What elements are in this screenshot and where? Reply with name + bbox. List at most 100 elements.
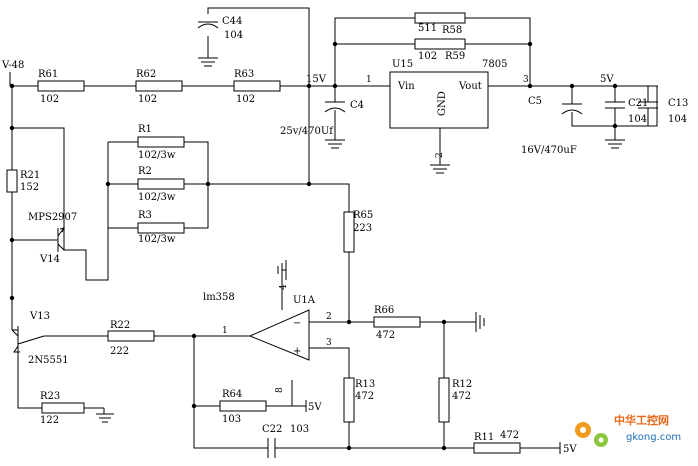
5v-terminal (292, 400, 307, 412)
r59-value: 102 (418, 51, 437, 62)
u1a-pin-out: 1 (222, 326, 228, 336)
r3-ref: R3 (138, 210, 152, 221)
r3-value: 102/3w (138, 234, 176, 245)
v13-ref: V13 (29, 311, 50, 322)
gkong-watermark: 中华工控网 gkong.com (575, 413, 681, 447)
u15-pin1: 1 (366, 75, 372, 85)
resistor-r65: R65 223 (343, 210, 373, 253)
resistor-r22: R22 222 (107, 320, 155, 357)
u15-pin3: 3 (523, 75, 529, 85)
u1a-pin-noninv: 3 (326, 338, 332, 348)
r64-ref: R64 (222, 389, 242, 400)
capacitor-c5: C5 16V/470uF (521, 96, 583, 156)
r61-ref: R61 (38, 69, 58, 80)
resistor-r13: R13 472 (343, 377, 375, 423)
r64-value: 103 (222, 414, 241, 425)
c13-value: 104 (668, 114, 687, 125)
r1-value: 102/3w (138, 150, 176, 161)
r22-value: 222 (110, 346, 129, 357)
resistor-r23: R23 122 (40, 391, 85, 426)
net-label-5v-c: 5V (563, 444, 577, 455)
opamp-u1a: U1A lm358 − + 1 2 3 8 4 (203, 284, 332, 393)
c22-value: 103 (290, 424, 309, 435)
v14-ref: V14 (39, 254, 60, 265)
u1a-part: lm358 (203, 292, 235, 303)
r13-ref: R13 (355, 379, 375, 390)
net-label-v48: V-48 (1, 60, 24, 71)
net-label-5v-b: 5V (308, 402, 322, 413)
u1a-sign-inv: − (293, 318, 301, 329)
r2-ref: R2 (138, 166, 152, 177)
regulator-u15: U15 7805 Vin Vout GND 1 3 2 (366, 59, 529, 158)
u1a-sign-noninv: + (293, 346, 301, 357)
gear-logo-icon (575, 422, 608, 447)
net-label-15v: 15V (306, 74, 327, 85)
u1a-pin-inv: 2 (326, 312, 332, 322)
r65-ref: R65 (353, 210, 373, 221)
r61-value: 102 (40, 94, 59, 105)
r13-value: 472 (355, 391, 374, 402)
resistor-r59: 102 R59 (414, 38, 466, 62)
ground-icon (325, 139, 345, 149)
ground-icon (277, 260, 287, 280)
r58-value: 511 (418, 23, 437, 34)
capacitor-c22: C22 103 (262, 424, 309, 458)
r59-ref: R59 (445, 51, 465, 62)
r62-ref: R62 (136, 69, 156, 80)
v13-part: 2N5551 (28, 355, 69, 366)
r11-ref: R11 (474, 432, 494, 443)
u15-pin2: 2 (435, 152, 445, 158)
ground-icon (198, 57, 218, 67)
r62-value: 102 (138, 94, 157, 105)
r63-value: 102 (236, 94, 255, 105)
u15-vout: Vout (458, 81, 482, 92)
r1-ref: R1 (138, 124, 152, 135)
r11-value: 472 (500, 430, 519, 441)
junctions (9, 41, 618, 451)
net-label-5v: 5V (600, 74, 614, 85)
ground-icon (430, 164, 450, 174)
u1a-pin-vcc: 8 (275, 387, 285, 393)
r21-ref: R21 (20, 170, 40, 181)
c21-value: 104 (628, 114, 647, 125)
c21-ref: C21 (628, 98, 648, 109)
capacitor-c21: C21 104 (605, 98, 648, 125)
ground-icon (96, 408, 114, 423)
c4-ref: C4 (350, 100, 364, 111)
r65-value: 223 (353, 223, 372, 234)
r2-value: 102/3w (138, 192, 176, 203)
u15-ref: U15 (392, 59, 413, 70)
c5-ref: C5 (528, 96, 542, 107)
r22-ref: R22 (110, 320, 130, 331)
r12-value: 472 (452, 391, 471, 402)
c22-ref: C22 (262, 424, 282, 435)
c4-value: 25v/470Uf (280, 126, 334, 137)
resistor-r2: R2 102/3w (137, 166, 185, 203)
u1a-ref: U1A (293, 295, 316, 306)
watermark-url: gkong.com (626, 432, 681, 443)
resistor-r63: R63 102 (233, 69, 281, 105)
r23-ref: R23 (40, 391, 60, 402)
r63-ref: R63 (234, 69, 254, 80)
u15-gnd: GND (437, 91, 448, 116)
u15-vin: Vin (397, 81, 415, 92)
resistor-r1: R1 102/3w (137, 124, 185, 161)
transistor-v14: MPS2907 V14 (28, 212, 77, 265)
r21-value: 152 (20, 182, 39, 193)
capacitor-c44: C44 104 (197, 16, 243, 41)
transistor-v13: V13 2N5551 (11, 311, 69, 366)
resistor-r11: R11 472 (473, 430, 521, 454)
resistor-r12: R12 472 (438, 377, 472, 423)
c13-ref: C13 (668, 98, 688, 109)
resistor-r61: R61 102 (37, 69, 85, 105)
u1a-pin-gnd: 4 (279, 284, 289, 290)
r12-ref: R12 (452, 379, 472, 390)
resistor-r21: R21 152 (6, 169, 40, 193)
r66-value: 472 (376, 330, 395, 341)
r58-ref: R58 (442, 25, 462, 36)
c44-ref: C44 (222, 16, 242, 27)
r66-ref: R66 (374, 305, 394, 316)
r23-value: 122 (40, 415, 59, 426)
resistor-r3: R3 102/3w (137, 210, 185, 245)
